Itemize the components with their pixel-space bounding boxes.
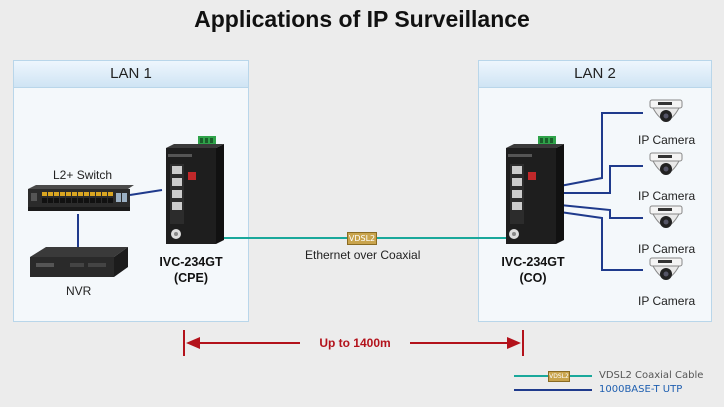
ivc-cpe-device-icon [166, 136, 224, 244]
switch-to-cpe-utp-line [129, 189, 163, 196]
co-model: IVC-234GT [501, 255, 565, 269]
vdsl2-tag: VDSL2 [347, 232, 377, 245]
legend-vdsl2-tag: VDSL2 [548, 371, 570, 382]
co-to-camera2-utp-line [560, 165, 643, 194]
l2-switch-icon [28, 185, 134, 211]
nvr-icon [30, 247, 128, 277]
legend-utp-label: 1000BASE-T UTP [599, 384, 683, 395]
co-to-camera1-utp-line [559, 112, 643, 187]
ip-camera-icon [649, 99, 683, 122]
co-to-camera4-utp-line [559, 211, 643, 271]
ip-camera-icon [649, 152, 683, 175]
lan1-header: LAN 1 [14, 61, 248, 88]
link-caption: Ethernet over Coaxial [305, 248, 421, 262]
page-title: Applications of IP Surveillance [194, 6, 530, 32]
distance-left-arrowhead [186, 337, 200, 349]
switch-label: L2+ Switch [53, 168, 113, 182]
nvr-label: NVR [66, 284, 92, 298]
ip-camera-icon [649, 205, 683, 228]
lan2-header: LAN 2 [479, 61, 711, 88]
ip-camera-label: IP Camera [638, 294, 696, 308]
ivc-co-device-icon [506, 136, 564, 244]
ip-camera-label: IP Camera [638, 133, 696, 147]
ip-camera-icon [649, 257, 683, 280]
ip-camera-label: IP Camera [638, 189, 696, 203]
distance-right-arrowhead [507, 337, 521, 349]
legend-coax-label: VDSL2 Coaxial Cable [599, 370, 704, 381]
distance-label: Up to 1400m [319, 336, 391, 350]
co-to-camera3-utp-line [559, 204, 643, 219]
cpe-role: (CPE) [173, 271, 209, 285]
cpe-model: IVC-234GT [159, 255, 223, 269]
co-role: (CO) [519, 271, 547, 285]
ip-camera-label: IP Camera [638, 242, 696, 256]
co-label: IVC-234GT (CO) [488, 254, 578, 286]
cpe-label: IVC-234GT (CPE) [146, 254, 236, 286]
